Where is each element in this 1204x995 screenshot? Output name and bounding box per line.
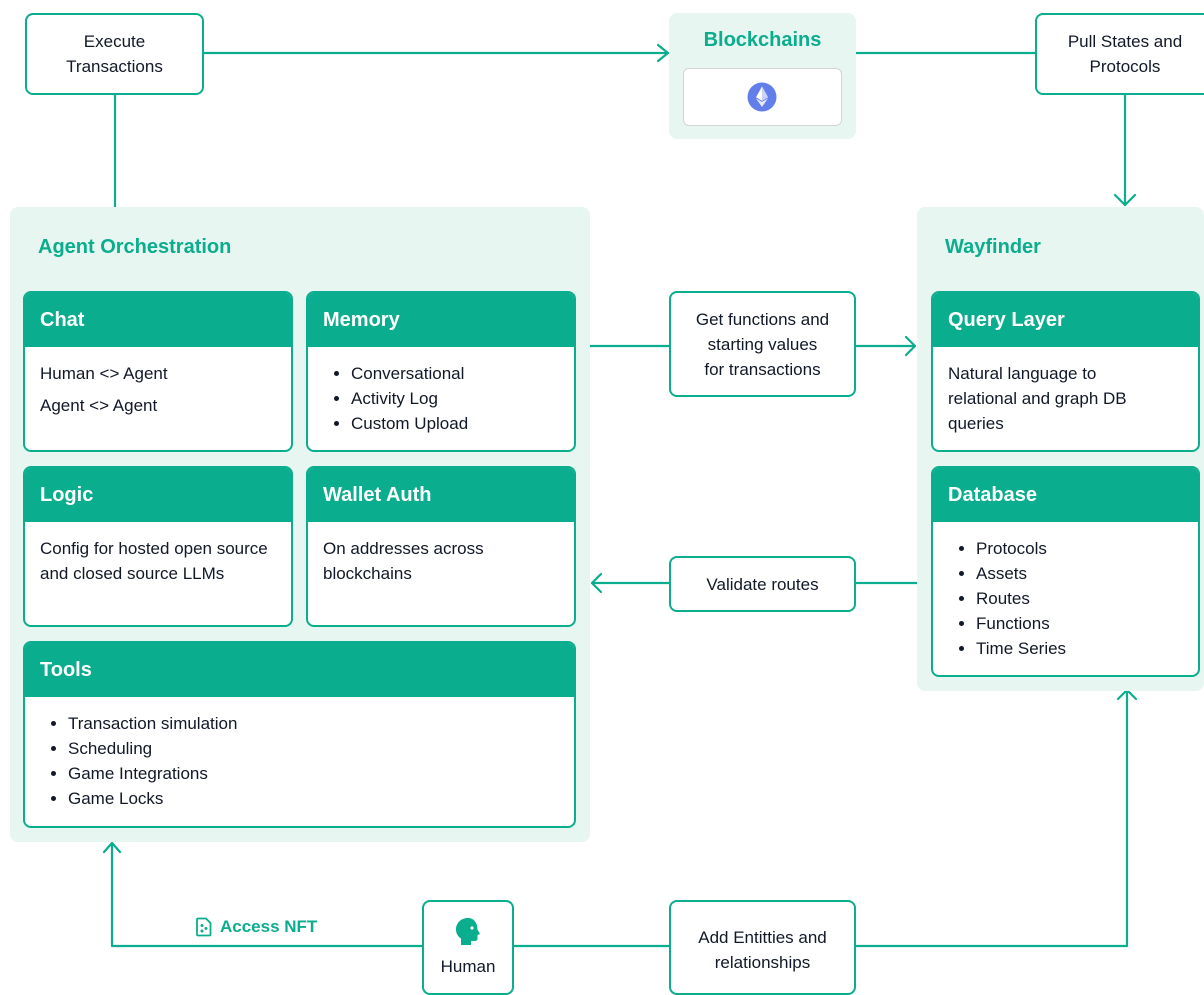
blockchains-panel: Blockchains — [669, 13, 856, 139]
arrowhead-wayfinder-bottom — [1116, 688, 1138, 701]
tools-item: Transaction simulation — [68, 711, 559, 736]
tools-card-title: Tools — [25, 643, 574, 697]
memory-card-title: Memory — [308, 293, 574, 347]
wallet-auth-text: On addresses across blockchains — [323, 539, 484, 583]
nft-file-icon — [196, 917, 212, 937]
arrowhead-orchestration-bottom — [102, 841, 122, 854]
human-node: Human — [422, 900, 514, 995]
chat-line: Agent <> Agent — [40, 396, 158, 415]
arrowhead-orchestration-right — [590, 572, 603, 594]
pull-states-node: Pull States and Protocols — [1035, 13, 1204, 95]
arrowhead-wayfinder-top — [1113, 193, 1137, 207]
add-entities-node: Add Entitties and relationships — [669, 900, 856, 995]
chat-card: Chat Human <> Agent Agent <> Agent — [23, 291, 293, 452]
query-layer-card: Query Layer Natural language to relation… — [931, 291, 1200, 452]
access-nft-label: Access NFT — [195, 917, 317, 937]
database-card-title: Database — [933, 468, 1198, 522]
query-layer-card-title: Query Layer — [933, 293, 1198, 347]
tools-card: Tools Transaction simulation Scheduling … — [23, 641, 576, 828]
database-item: Assets — [976, 561, 1183, 586]
database-item: Functions — [976, 611, 1183, 636]
database-item: Routes — [976, 586, 1183, 611]
access-nft-text: Access NFT — [220, 917, 318, 936]
wallet-auth-card-title: Wallet Auth — [308, 468, 574, 522]
memory-item: Activity Log — [351, 386, 559, 411]
execute-transactions-node: Execute Transactions — [25, 13, 204, 95]
database-item: Protocols — [976, 536, 1183, 561]
memory-item: Conversational — [351, 361, 559, 386]
wallet-auth-card: Wallet Auth On addresses across blockcha… — [306, 466, 576, 627]
get-functions-label: Get functions and starting values for tr… — [695, 309, 830, 379]
agent-orchestration-title: Agent Orchestration — [38, 236, 232, 258]
blockchains-title: Blockchains — [703, 29, 822, 51]
logic-card-title: Logic — [25, 468, 291, 522]
validate-routes-node: Validate routes — [669, 556, 856, 612]
ethereum-icon — [747, 82, 777, 112]
database-item: Time Series — [976, 636, 1183, 661]
wayfinder-title: Wayfinder — [945, 236, 1041, 258]
pull-states-label: Pull States and Protocols — [1067, 32, 1183, 76]
arrowhead-wayfinder-left — [904, 335, 917, 357]
blockchains-logo-box — [683, 68, 842, 126]
logic-text: Config for hosted open source and closed… — [40, 539, 268, 583]
logic-card: Logic Config for hosted open source and … — [23, 466, 293, 627]
chat-card-title: Chat — [25, 293, 291, 347]
tools-item: Scheduling — [68, 736, 559, 761]
memory-item: Custom Upload — [351, 411, 559, 436]
memory-card: Memory Conversational Activity Log Custo… — [306, 291, 576, 452]
chat-line: Human <> Agent — [40, 364, 168, 383]
validate-routes-label: Validate routes — [706, 574, 819, 594]
connector-add-to-wayfinder — [853, 688, 1129, 948]
human-label: Human — [440, 957, 496, 976]
query-layer-text: Natural language to relational and graph… — [948, 364, 1127, 433]
execute-transactions-label: Execute Transactions — [66, 32, 163, 76]
arrowhead-blockchains — [656, 43, 670, 63]
database-card: Database Protocols Assets Routes Functio… — [931, 466, 1200, 677]
add-entities-label: Add Entitties and relationships — [698, 928, 827, 972]
get-functions-node: Get functions and starting values for tr… — [669, 291, 856, 397]
human-head-icon — [456, 918, 480, 945]
tools-item: Game Integrations — [68, 761, 559, 786]
tools-item: Game Locks — [68, 786, 559, 811]
